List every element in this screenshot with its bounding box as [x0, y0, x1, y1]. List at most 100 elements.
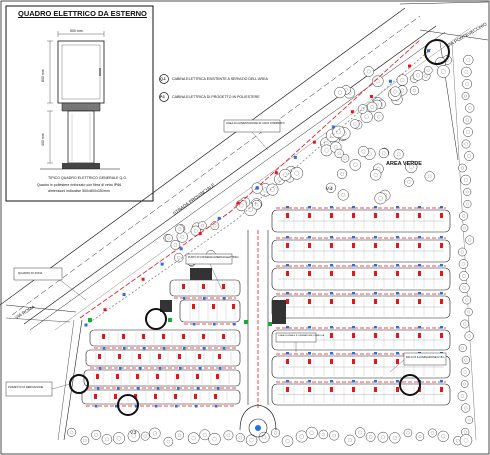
tree	[190, 225, 201, 236]
tree	[389, 432, 401, 444]
detail-box	[5, 5, 154, 202]
tree	[461, 355, 471, 365]
tree	[174, 430, 184, 440]
lamp-marker	[330, 359, 333, 364]
tree	[463, 127, 473, 137]
tree	[462, 115, 472, 125]
pole-marker	[183, 297, 186, 300]
tree	[403, 428, 413, 438]
note-6: POZZETTO DI DERIVAZIONE	[8, 386, 44, 389]
lamp-marker	[352, 387, 355, 392]
tree	[458, 344, 467, 352]
tree	[370, 169, 382, 181]
pole-marker	[223, 347, 226, 350]
pole-marker	[223, 297, 226, 300]
lamp-marker	[308, 387, 311, 392]
tree	[67, 427, 77, 437]
tree	[334, 148, 344, 159]
tree	[340, 153, 350, 163]
building	[272, 300, 286, 324]
pole-marker	[330, 236, 333, 239]
pole-marker	[179, 367, 182, 370]
pole-marker	[119, 367, 122, 370]
lamp-marker	[196, 374, 199, 379]
tree	[360, 110, 373, 123]
note-box-2	[185, 253, 233, 265]
tree	[258, 431, 270, 443]
lamp-marker	[418, 333, 421, 338]
pole-marker	[330, 352, 333, 355]
pole-marker	[396, 292, 399, 295]
lamp-marker	[374, 359, 377, 364]
road-pole	[350, 110, 354, 114]
pole-marker	[286, 264, 289, 267]
lamp-marker	[94, 394, 97, 399]
tree	[198, 221, 207, 230]
road-pole	[141, 277, 145, 281]
lamp-marker	[352, 243, 355, 248]
legend-symbol-1: Q.1	[160, 77, 166, 81]
tree	[458, 163, 467, 173]
pole-marker	[396, 264, 399, 267]
lamp-marker	[374, 271, 377, 276]
note-leaders	[51, 131, 405, 390]
tree	[461, 92, 470, 100]
tree	[112, 432, 125, 445]
lamp-marker	[374, 243, 377, 248]
tree	[91, 429, 102, 440]
pole-marker	[97, 387, 100, 390]
lamp-marker	[114, 394, 117, 399]
road-pole	[274, 171, 278, 175]
tree	[378, 148, 389, 159]
tree	[163, 436, 174, 447]
tree	[235, 433, 245, 443]
tree	[404, 177, 414, 187]
tree	[464, 331, 474, 341]
pole-marker	[418, 236, 421, 239]
road-pole	[369, 94, 373, 98]
highlight-circle-top-right	[424, 39, 450, 65]
dim-side-label: 800 mm	[41, 69, 45, 82]
lamp-marker	[396, 271, 399, 276]
pole-marker	[330, 292, 333, 295]
tree	[318, 429, 329, 440]
tree	[349, 158, 362, 171]
left-boundary	[5, 304, 83, 441]
pole-marker	[286, 352, 289, 355]
lamp-marker	[182, 284, 185, 289]
pole-marker	[217, 387, 220, 390]
lamp-marker	[396, 333, 399, 338]
tree	[354, 427, 366, 438]
tree	[461, 66, 472, 78]
note-box-3	[13, 267, 63, 281]
label-v3: V.3	[130, 430, 137, 435]
lamp-marker	[330, 213, 333, 218]
road-pole	[408, 64, 412, 68]
pole-marker	[197, 387, 200, 390]
pole-marker	[396, 236, 399, 239]
lamp-marker	[194, 394, 197, 399]
lamp-marker	[308, 271, 311, 276]
tree	[428, 428, 437, 438]
lamp-marker	[286, 299, 289, 304]
tree	[464, 307, 473, 317]
tree	[365, 431, 376, 442]
pole-marker	[308, 380, 311, 383]
lamp-marker	[218, 354, 221, 359]
tree	[465, 103, 475, 113]
road-pole	[236, 201, 240, 205]
road-pole	[217, 216, 221, 220]
road-pole	[179, 247, 183, 251]
lamp-marker	[330, 387, 333, 392]
pole-marker	[440, 206, 443, 209]
tree	[462, 79, 473, 89]
building	[160, 300, 172, 312]
lamp-marker	[418, 243, 421, 248]
tree	[374, 192, 387, 205]
pole-marker	[330, 380, 333, 383]
dim-base-label: 400 mm	[41, 133, 45, 146]
pole-marker	[195, 405, 198, 408]
tree	[281, 435, 294, 447]
lot-block	[81, 389, 241, 405]
